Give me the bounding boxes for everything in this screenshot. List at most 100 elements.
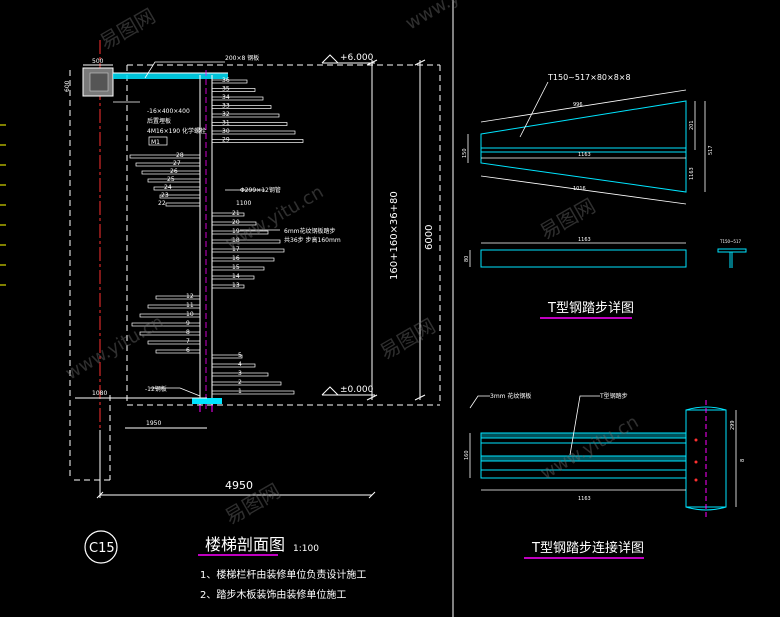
tread-lower-right bbox=[211, 354, 243, 359]
label-m1: M1 bbox=[151, 139, 160, 146]
step-number: 29 bbox=[222, 137, 230, 144]
tread-lower-left bbox=[147, 304, 201, 309]
d1-dim-left: 150 bbox=[462, 148, 468, 158]
step-number: 34 bbox=[222, 94, 230, 101]
step-number: 18 bbox=[232, 237, 240, 244]
d1-dim-right-a: 201 bbox=[689, 120, 695, 130]
tread-upper-right bbox=[211, 96, 264, 101]
tread-upper-left bbox=[153, 186, 201, 191]
tread-upper-right bbox=[211, 139, 304, 143]
step-number: 3 bbox=[238, 370, 242, 377]
level-top: +6.000 bbox=[340, 53, 374, 63]
step-number: 12 bbox=[186, 293, 194, 300]
d1-dim-right-b: 1163 bbox=[689, 167, 695, 180]
section-scale: 1:100 bbox=[293, 544, 319, 554]
step-number: 17 bbox=[232, 246, 240, 253]
label-1100: 1100 bbox=[236, 200, 251, 207]
label-embed-note: 后置埋板 bbox=[147, 117, 171, 125]
d1-dim-right-total: 517 bbox=[708, 145, 714, 155]
step-number: 5 bbox=[238, 352, 242, 359]
d1-section-label: T150~517 bbox=[719, 239, 742, 244]
step-number: 36 bbox=[222, 77, 230, 84]
tread-upper-left bbox=[135, 162, 201, 167]
step-number: 32 bbox=[222, 111, 230, 118]
step-number: 2 bbox=[238, 379, 242, 386]
step-number: 1 bbox=[238, 388, 242, 395]
d1-spec: T150~517×80×8×8 bbox=[547, 73, 631, 82]
step-number: 35 bbox=[222, 86, 230, 93]
tread-lower-right bbox=[211, 390, 295, 395]
tread-middle-right bbox=[211, 257, 275, 262]
step-number: 27 bbox=[173, 160, 181, 167]
tread-lower-left bbox=[155, 295, 201, 300]
step-number: 30 bbox=[222, 128, 230, 135]
tread-upper-right bbox=[211, 113, 280, 118]
step-number: 31 bbox=[222, 120, 230, 127]
label-top-plate: 200×8 钢板 bbox=[225, 54, 259, 62]
tread-lower-right bbox=[211, 372, 269, 377]
tread-upper-right bbox=[211, 105, 272, 109]
dim-4950: 4950 bbox=[225, 479, 253, 492]
d2-dim-right-b: 8 bbox=[740, 459, 746, 462]
tread-lower-left bbox=[155, 349, 201, 354]
tread-upper-right bbox=[211, 122, 288, 126]
step-number: 6 bbox=[186, 347, 190, 354]
dim-1950: 1950 bbox=[146, 420, 161, 427]
height-6000: 6000 bbox=[424, 225, 435, 250]
tread-upper-left bbox=[165, 202, 201, 207]
tread-lower-left bbox=[147, 340, 201, 345]
step-number: 21 bbox=[232, 210, 240, 217]
tread-middle-right bbox=[211, 239, 281, 244]
label-tread-2: 共36步 步高160mm bbox=[284, 236, 341, 244]
level-bottom: ±0.000 bbox=[340, 385, 374, 395]
d2-title: T型钢踏步连接详图 bbox=[531, 540, 644, 556]
tread-middle-right bbox=[211, 221, 257, 226]
d1-dim-mid: 1163 bbox=[578, 152, 591, 158]
tread-lower-left bbox=[139, 331, 201, 336]
step-number: 24 bbox=[164, 184, 172, 191]
tread-upper-left bbox=[147, 178, 201, 183]
d1-elev-dim: 1163 bbox=[578, 237, 591, 243]
dim-500: 500 bbox=[92, 58, 104, 65]
step-number: 33 bbox=[222, 103, 230, 110]
d2-dim-right-a: 299 bbox=[730, 420, 736, 430]
section-circle bbox=[84, 530, 118, 564]
stair-section: 3635343332313029282726252423222120191817… bbox=[64, 40, 441, 601]
step-number: 15 bbox=[232, 264, 240, 271]
note-2: 2、踏步木板装饰由装修单位施工 bbox=[200, 588, 346, 601]
dim-600: 600 bbox=[64, 80, 71, 92]
step-number: 13 bbox=[232, 282, 240, 289]
tread-middle-right bbox=[211, 230, 269, 235]
d2-dim-left: 160 bbox=[464, 450, 470, 460]
d2-label-plate: 3mm 花纹钢板 bbox=[490, 392, 531, 400]
step-number: 28 bbox=[176, 152, 184, 159]
step-number: 25 bbox=[167, 176, 175, 183]
tread-lower-left bbox=[139, 313, 201, 318]
detail-connection: 3mm 花纹钢板 T型钢踏步 1163 160 299 8 T型钢踏步连接详图 bbox=[464, 392, 746, 559]
left-margin-marks bbox=[0, 124, 6, 286]
tread-middle-right bbox=[211, 212, 245, 217]
tread-middle-right bbox=[211, 266, 265, 271]
tread-upper-left bbox=[129, 154, 201, 159]
step-number: 16 bbox=[232, 255, 240, 262]
tread-middle-right bbox=[211, 248, 285, 253]
height-formula: 160+160×36+80 bbox=[389, 191, 400, 280]
d1-elev-height: 80 bbox=[464, 256, 470, 262]
step-number: 10 bbox=[186, 311, 194, 318]
step-number: 11 bbox=[186, 302, 194, 309]
tread-upper-left bbox=[141, 170, 201, 175]
d1-dim-bottom: 1016 bbox=[573, 186, 586, 192]
d2-label-tread: T型钢踏步 bbox=[599, 392, 628, 400]
section-circle-label: C15 bbox=[89, 541, 115, 556]
d1-dim-top: 996 bbox=[573, 102, 583, 108]
tread-lower-right bbox=[211, 381, 282, 386]
d1-title: T型钢踏步详图 bbox=[547, 301, 634, 316]
step-number: 22 bbox=[158, 200, 166, 207]
tread-upper-right bbox=[211, 130, 296, 135]
step-number: 20 bbox=[232, 219, 240, 226]
step-number: 26 bbox=[170, 168, 178, 175]
label-bolt: 4M16×190 化学螺栓 bbox=[147, 127, 206, 135]
tread-upper-left bbox=[159, 194, 201, 199]
tread-middle-right bbox=[211, 284, 245, 289]
